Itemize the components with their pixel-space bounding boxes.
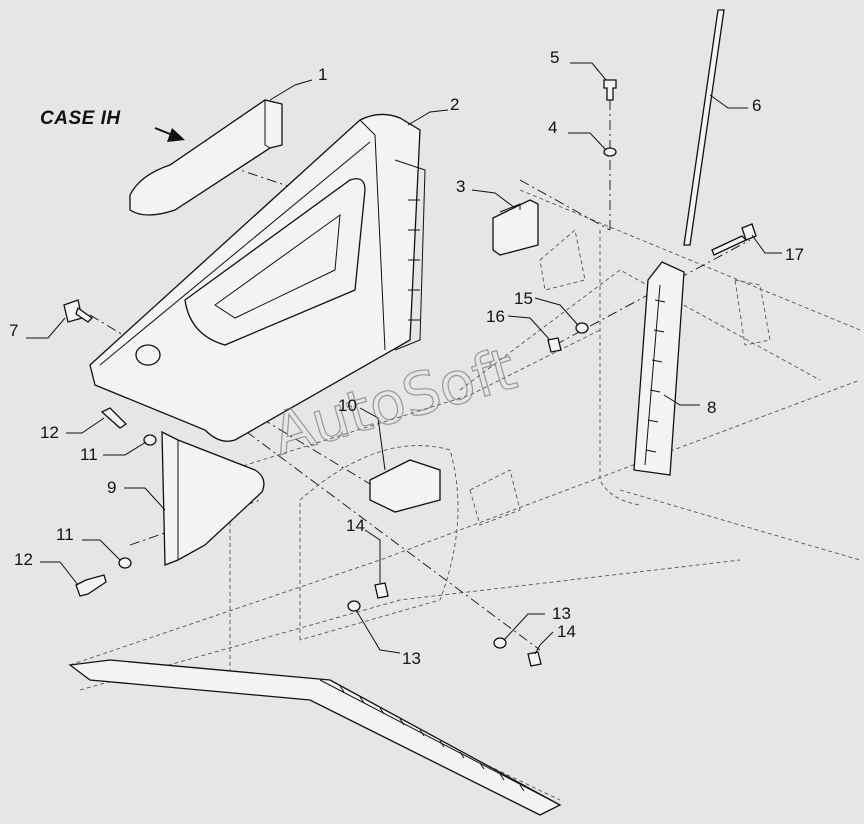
callout-12-lower: 12 (14, 550, 33, 569)
callout-3: 3 (456, 177, 465, 196)
callout-2: 2 (450, 95, 459, 114)
part-9-bracket[interactable] (161, 430, 265, 566)
logo-pointer-arrow-icon (154, 127, 185, 142)
callout-16: 16 (486, 307, 505, 326)
callout-4: 4 (548, 118, 557, 137)
part-8-rail[interactable] (633, 261, 685, 476)
callout-13-right: 13 (552, 604, 571, 623)
part-2-side-shield[interactable] (89, 113, 426, 442)
callout-7: 7 (9, 321, 18, 340)
callout-10: 10 (338, 396, 357, 415)
callout-9: 9 (107, 478, 116, 497)
callout-8: 8 (707, 398, 716, 417)
part-12-bolt-lower[interactable] (75, 574, 107, 597)
part-4-washer[interactable] (603, 147, 617, 157)
callout-13-lower: 13 (402, 649, 421, 668)
part-13-washer-a[interactable] (347, 600, 361, 612)
case-ih-logo: CASE IH (40, 108, 121, 129)
callout-5: 5 (550, 48, 559, 67)
part-6-rod[interactable] (683, 9, 725, 246)
part-14-nut-b[interactable] (527, 651, 542, 667)
part-16-nut[interactable] (547, 337, 562, 353)
part-5-bolt[interactable] (603, 79, 617, 101)
callout-6: 6 (752, 96, 761, 115)
callout-11-upper: 11 (80, 445, 98, 464)
part-1-top-cover[interactable] (129, 99, 283, 216)
callout-14-right: 14 (557, 622, 576, 641)
callout-11-lower: 11 (56, 525, 74, 544)
part-12-bolt-upper[interactable] (100, 407, 128, 429)
callout-1: 1 (318, 65, 327, 84)
cutter-bar (68, 659, 562, 816)
part-11-washer-upper[interactable] (143, 434, 157, 446)
part-3-plate[interactable] (492, 199, 539, 256)
part-11-washer-lower[interactable] (118, 557, 132, 569)
part-15-washer[interactable] (575, 322, 589, 334)
callout-14-upper: 14 (346, 516, 365, 535)
callout-leaders (26, 62, 782, 655)
callout-17: 17 (785, 245, 804, 264)
callout-15: 15 (514, 289, 533, 308)
callout-12-upper: 12 (40, 423, 59, 442)
part-10-mount[interactable] (369, 459, 441, 513)
part-17-bolt[interactable] (711, 223, 757, 256)
part-14-nut-a[interactable] (374, 582, 389, 599)
part-13-washer-b[interactable] (493, 637, 507, 649)
part-7-bolt[interactable] (63, 299, 94, 323)
machine-body-ghost (69, 189, 861, 801)
